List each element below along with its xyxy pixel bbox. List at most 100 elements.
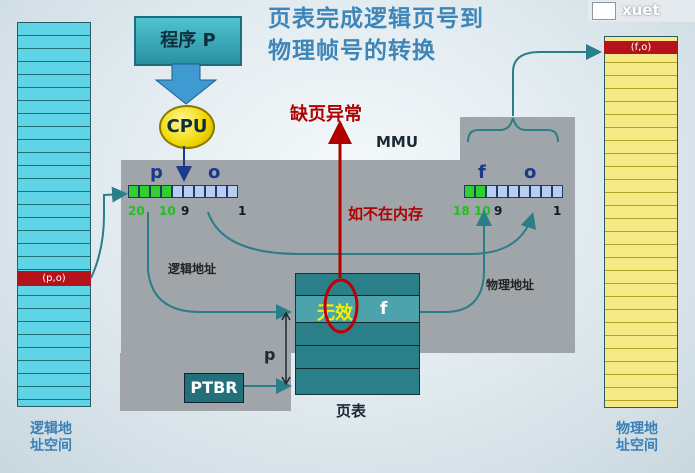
logical-bit-9: 9 — [181, 204, 190, 218]
memory-cell — [18, 23, 90, 36]
register-bit-page — [128, 185, 139, 198]
memory-cell — [605, 50, 677, 63]
cpu-circle: CPU — [159, 105, 215, 149]
memory-cell — [18, 49, 90, 62]
physical-bit-18: 18 — [453, 204, 470, 218]
memory-cell — [18, 374, 90, 387]
page-fault-label: 缺页异常 — [290, 104, 362, 125]
memory-cell — [605, 102, 677, 115]
not-in-memory-label: 如不在内存 — [348, 205, 424, 223]
memory-cell — [605, 310, 677, 323]
memory-cell — [18, 231, 90, 244]
memory-cell — [605, 76, 677, 89]
physical-to-space-arrow — [512, 44, 602, 116]
invalid-highlight-ellipse — [323, 278, 359, 334]
logical-p-label: p — [150, 162, 163, 183]
mmu-region-tab — [460, 117, 575, 162]
register-bit-offset — [530, 185, 541, 198]
register-bit-page — [150, 185, 161, 198]
memory-cell — [18, 309, 90, 322]
ptbr-register: PTBR — [184, 373, 244, 403]
register-bit-offset — [216, 185, 227, 198]
title-line1: 页表完成逻辑页号到 — [268, 6, 484, 32]
watermark-text: xuet — [622, 1, 660, 19]
memory-cell — [605, 336, 677, 349]
logical-address-label: 逻辑地址 — [168, 262, 217, 276]
memory-cell — [18, 101, 90, 114]
logical-space-label: 逻辑地 址空间 — [30, 421, 72, 454]
memory-cell — [18, 140, 90, 153]
memory-cell — [605, 297, 677, 310]
physical-bit-1: 1 — [553, 204, 562, 218]
physical-bracket — [467, 117, 559, 143]
logical-o-label: o — [208, 162, 221, 183]
space-to-register-arrow — [90, 186, 128, 279]
register-bit-offset — [227, 185, 238, 198]
register-bit-offset — [194, 185, 205, 198]
program-p-box: 程序 P — [134, 16, 242, 66]
memory-cell — [18, 348, 90, 361]
physical-address-label: 物理地址 — [486, 278, 535, 292]
memory-cell — [18, 153, 90, 166]
memory-cell — [18, 296, 90, 309]
watermark-logo-icon — [592, 2, 616, 20]
physical-bit-9: 9 — [494, 204, 503, 218]
logical-address-space — [17, 22, 91, 407]
memory-cell — [605, 245, 677, 258]
memory-cell — [605, 167, 677, 180]
logical-bit-1: 1 — [238, 204, 247, 218]
memory-cell — [605, 89, 677, 102]
logical-address-register — [128, 185, 248, 200]
offset-copy-arrow — [207, 211, 537, 255]
physical-o-label: o — [524, 162, 537, 183]
memory-cell — [18, 36, 90, 49]
physical-address-register — [464, 185, 564, 200]
mmu-label: MMU — [376, 133, 419, 151]
register-bit-offset — [519, 185, 530, 198]
register-bit-offset — [183, 185, 194, 198]
memory-cell — [605, 154, 677, 167]
memory-cell — [605, 362, 677, 375]
memory-cell — [18, 62, 90, 75]
p-offset-label: p — [264, 345, 276, 364]
memory-cell — [605, 141, 677, 154]
register-bit-offset — [508, 185, 519, 198]
memory-cell — [18, 335, 90, 348]
memory-cell — [18, 192, 90, 205]
logical-bit-20: 20 — [128, 204, 145, 218]
memory-cell — [605, 388, 677, 401]
title-line2: 物理帧号的转换 — [268, 38, 436, 64]
memory-cell — [605, 115, 677, 128]
memory-cell — [18, 88, 90, 101]
memory-cell — [605, 193, 677, 206]
memory-cell — [605, 271, 677, 284]
memory-cell — [18, 283, 90, 296]
memory-cell — [18, 179, 90, 192]
p-to-page-table-arrow — [147, 212, 292, 320]
frame-to-physical-arrow — [420, 210, 492, 313]
page-table — [295, 273, 420, 395]
register-bit-offset — [205, 185, 216, 198]
register-bit-page — [475, 185, 486, 198]
register-bit-offset — [497, 185, 508, 198]
memory-cell — [605, 375, 677, 388]
physical-entry-fo: (f,o) — [604, 41, 678, 54]
program-to-cpu-arrow — [154, 63, 218, 105]
memory-cell — [605, 128, 677, 141]
memory-cell — [18, 218, 90, 231]
physical-f-label: f — [478, 162, 486, 183]
physical-space-label: 物理地 址空间 — [616, 421, 658, 454]
memory-cell — [605, 258, 677, 271]
memory-cell — [605, 349, 677, 362]
memory-cell — [605, 206, 677, 219]
logical-bit-10: 10 — [159, 204, 176, 218]
memory-cell — [605, 219, 677, 232]
memory-cell — [605, 180, 677, 193]
memory-cell — [18, 257, 90, 270]
memory-cell — [18, 75, 90, 88]
memory-cell — [18, 114, 90, 127]
memory-cell — [18, 205, 90, 218]
watermark: xuet — [588, 0, 695, 22]
memory-cell — [605, 284, 677, 297]
register-bit-page — [464, 185, 475, 198]
